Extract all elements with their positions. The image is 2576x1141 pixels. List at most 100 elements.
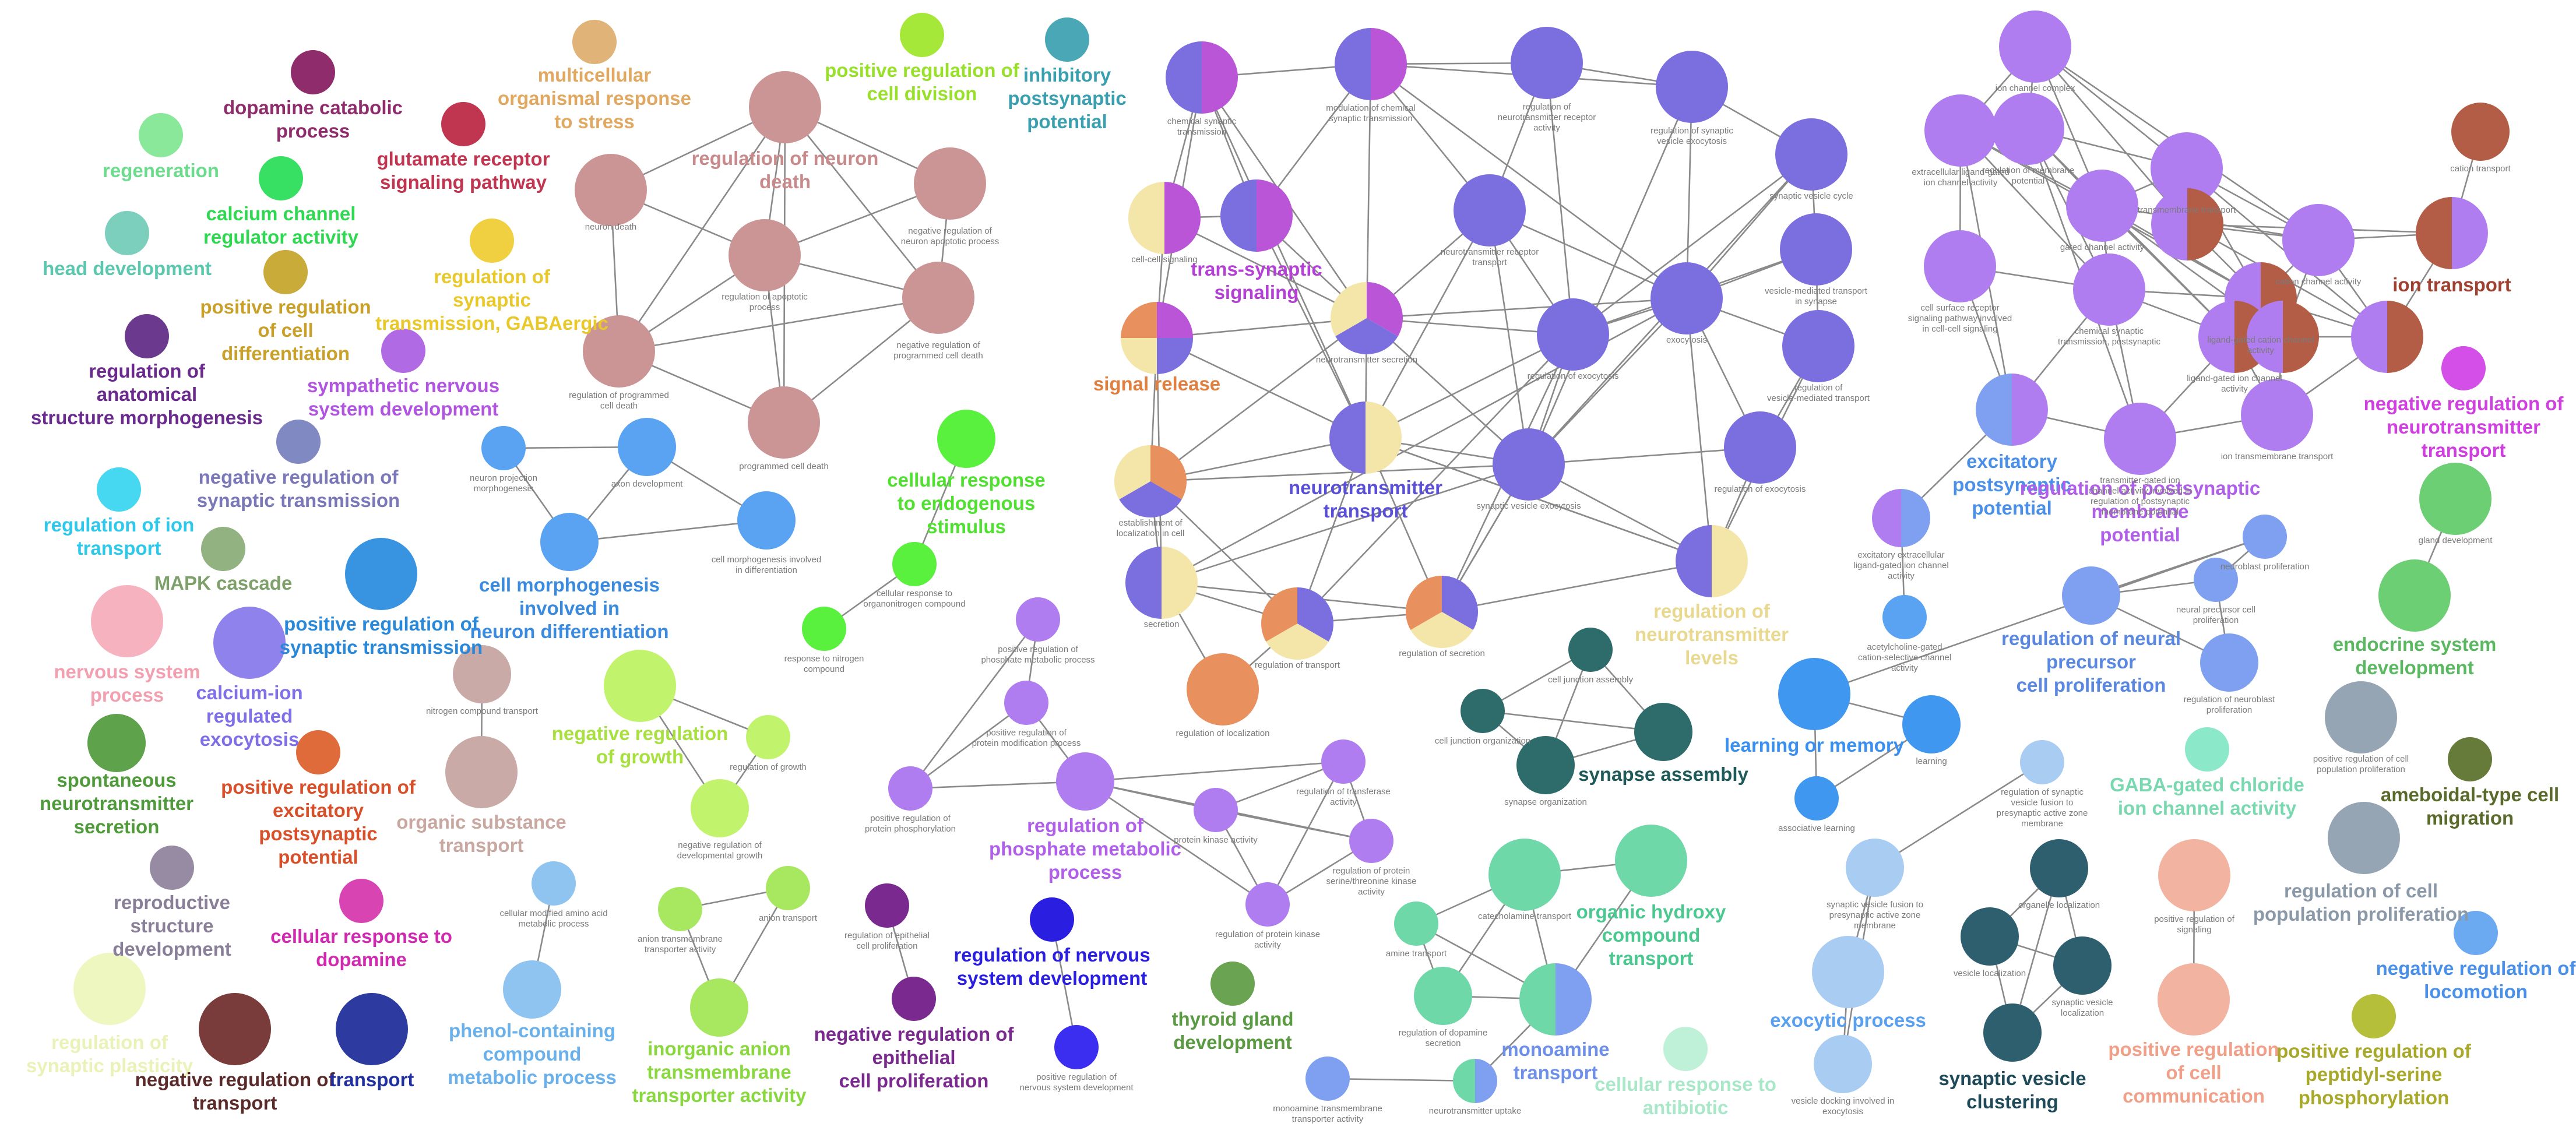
term-node[interactable]	[1331, 282, 1403, 355]
term-node[interactable]	[1461, 689, 1505, 733]
term-node[interactable]	[2451, 103, 2510, 161]
term-node[interactable]	[914, 147, 986, 220]
term-node[interactable]	[291, 50, 335, 94]
term-node[interactable]	[1128, 182, 1201, 254]
term-node[interactable]	[1663, 1027, 1708, 1071]
term-node[interactable]	[618, 418, 676, 476]
term-node[interactable]	[1261, 587, 1333, 660]
term-node[interactable]	[1775, 118, 1847, 191]
term-node[interactable]	[1924, 230, 1996, 302]
term-node[interactable]	[892, 977, 936, 1021]
term-node[interactable]	[1924, 94, 1997, 167]
term-node[interactable]	[1983, 1003, 2042, 1062]
term-node[interactable]	[1780, 213, 1852, 286]
term-node[interactable]	[2247, 301, 2319, 373]
term-node[interactable]	[1902, 695, 1961, 753]
term-node[interactable]	[345, 538, 417, 610]
term-node[interactable]	[139, 113, 183, 157]
term-node[interactable]	[540, 513, 599, 571]
term-node[interactable]	[2448, 737, 2492, 781]
term-node[interactable]	[91, 585, 163, 657]
term-node[interactable]	[1778, 658, 1850, 730]
term-node[interactable]	[1045, 17, 1089, 62]
term-node[interactable]	[1121, 302, 1193, 374]
term-node[interactable]	[1976, 374, 2048, 446]
term-node[interactable]	[1016, 597, 1060, 642]
term-node[interactable]	[1814, 1035, 1872, 1093]
term-node[interactable]	[441, 102, 485, 146]
term-node[interactable]	[2378, 559, 2451, 632]
term-node[interactable]	[2351, 301, 2423, 373]
term-node[interactable]	[2328, 802, 2400, 874]
term-node[interactable]	[1634, 703, 1692, 761]
term-node[interactable]	[296, 730, 340, 774]
term-node[interactable]	[2030, 839, 2088, 897]
term-node[interactable]	[1651, 262, 1723, 334]
term-node[interactable]	[892, 542, 937, 586]
term-node[interactable]	[2454, 911, 2498, 955]
term-node[interactable]	[1414, 967, 1472, 1025]
term-node[interactable]	[1537, 298, 1609, 371]
term-node[interactable]	[2416, 197, 2488, 269]
term-node[interactable]	[2104, 403, 2176, 475]
term-node[interactable]	[1335, 28, 1407, 100]
term-node[interactable]	[87, 714, 146, 772]
term-node[interactable]	[1406, 576, 1478, 648]
term-node[interactable]	[2200, 633, 2258, 692]
term-node[interactable]	[263, 250, 308, 294]
term-node[interactable]	[2158, 839, 2230, 911]
term-node[interactable]	[2158, 963, 2230, 1036]
term-node[interactable]	[1125, 547, 1198, 619]
term-node[interactable]	[201, 527, 245, 571]
term-node[interactable]	[1999, 10, 2071, 83]
term-node[interactable]	[658, 887, 702, 931]
term-node[interactable]	[1568, 628, 1613, 672]
term-node[interactable]	[2241, 379, 2313, 451]
term-node[interactable]	[276, 420, 321, 464]
term-node[interactable]	[737, 491, 796, 550]
term-node[interactable]	[1846, 839, 1904, 897]
term-node[interactable]	[481, 426, 526, 470]
term-node[interactable]	[470, 219, 514, 263]
term-node[interactable]	[1004, 681, 1048, 725]
term-node[interactable]	[1615, 825, 1687, 897]
term-node[interactable]	[1114, 445, 1187, 518]
term-node[interactable]	[690, 978, 748, 1037]
term-node[interactable]	[199, 993, 271, 1065]
term-node[interactable]	[1676, 525, 1748, 597]
term-node[interactable]	[1882, 595, 1927, 639]
term-node[interactable]	[1305, 1057, 1350, 1101]
term-node[interactable]	[2325, 681, 2397, 753]
term-node[interactable]	[583, 315, 655, 388]
term-node[interactable]	[125, 314, 169, 358]
term-node[interactable]	[503, 960, 561, 1019]
term-node[interactable]	[748, 386, 820, 459]
term-node[interactable]	[1493, 428, 1565, 501]
term-node[interactable]	[1872, 489, 1930, 547]
term-node[interactable]	[2352, 994, 2396, 1038]
term-node[interactable]	[1329, 402, 1402, 474]
term-node[interactable]	[2243, 515, 2287, 559]
term-node[interactable]	[1794, 776, 1839, 820]
term-node[interactable]	[691, 779, 749, 837]
term-node[interactable]	[2066, 170, 2138, 242]
term-node[interactable]	[746, 715, 790, 759]
term-node[interactable]	[729, 219, 801, 291]
term-node[interactable]	[888, 766, 932, 811]
term-node[interactable]	[1453, 1059, 1497, 1103]
term-node[interactable]	[2419, 463, 2491, 535]
term-node[interactable]	[2073, 253, 2145, 326]
term-node[interactable]	[1516, 736, 1575, 794]
term-node[interactable]	[1056, 752, 1114, 811]
term-node[interactable]	[1210, 962, 1255, 1006]
term-node[interactable]	[1454, 174, 1526, 246]
term-node[interactable]	[604, 650, 676, 722]
term-node[interactable]	[1187, 653, 1259, 726]
term-node[interactable]	[445, 736, 518, 808]
term-node[interactable]	[336, 993, 408, 1065]
term-node[interactable]	[1220, 179, 1293, 252]
term-node[interactable]	[1724, 411, 1796, 484]
term-node[interactable]	[1488, 839, 1561, 911]
term-node[interactable]	[902, 262, 974, 334]
term-node[interactable]	[150, 846, 194, 890]
